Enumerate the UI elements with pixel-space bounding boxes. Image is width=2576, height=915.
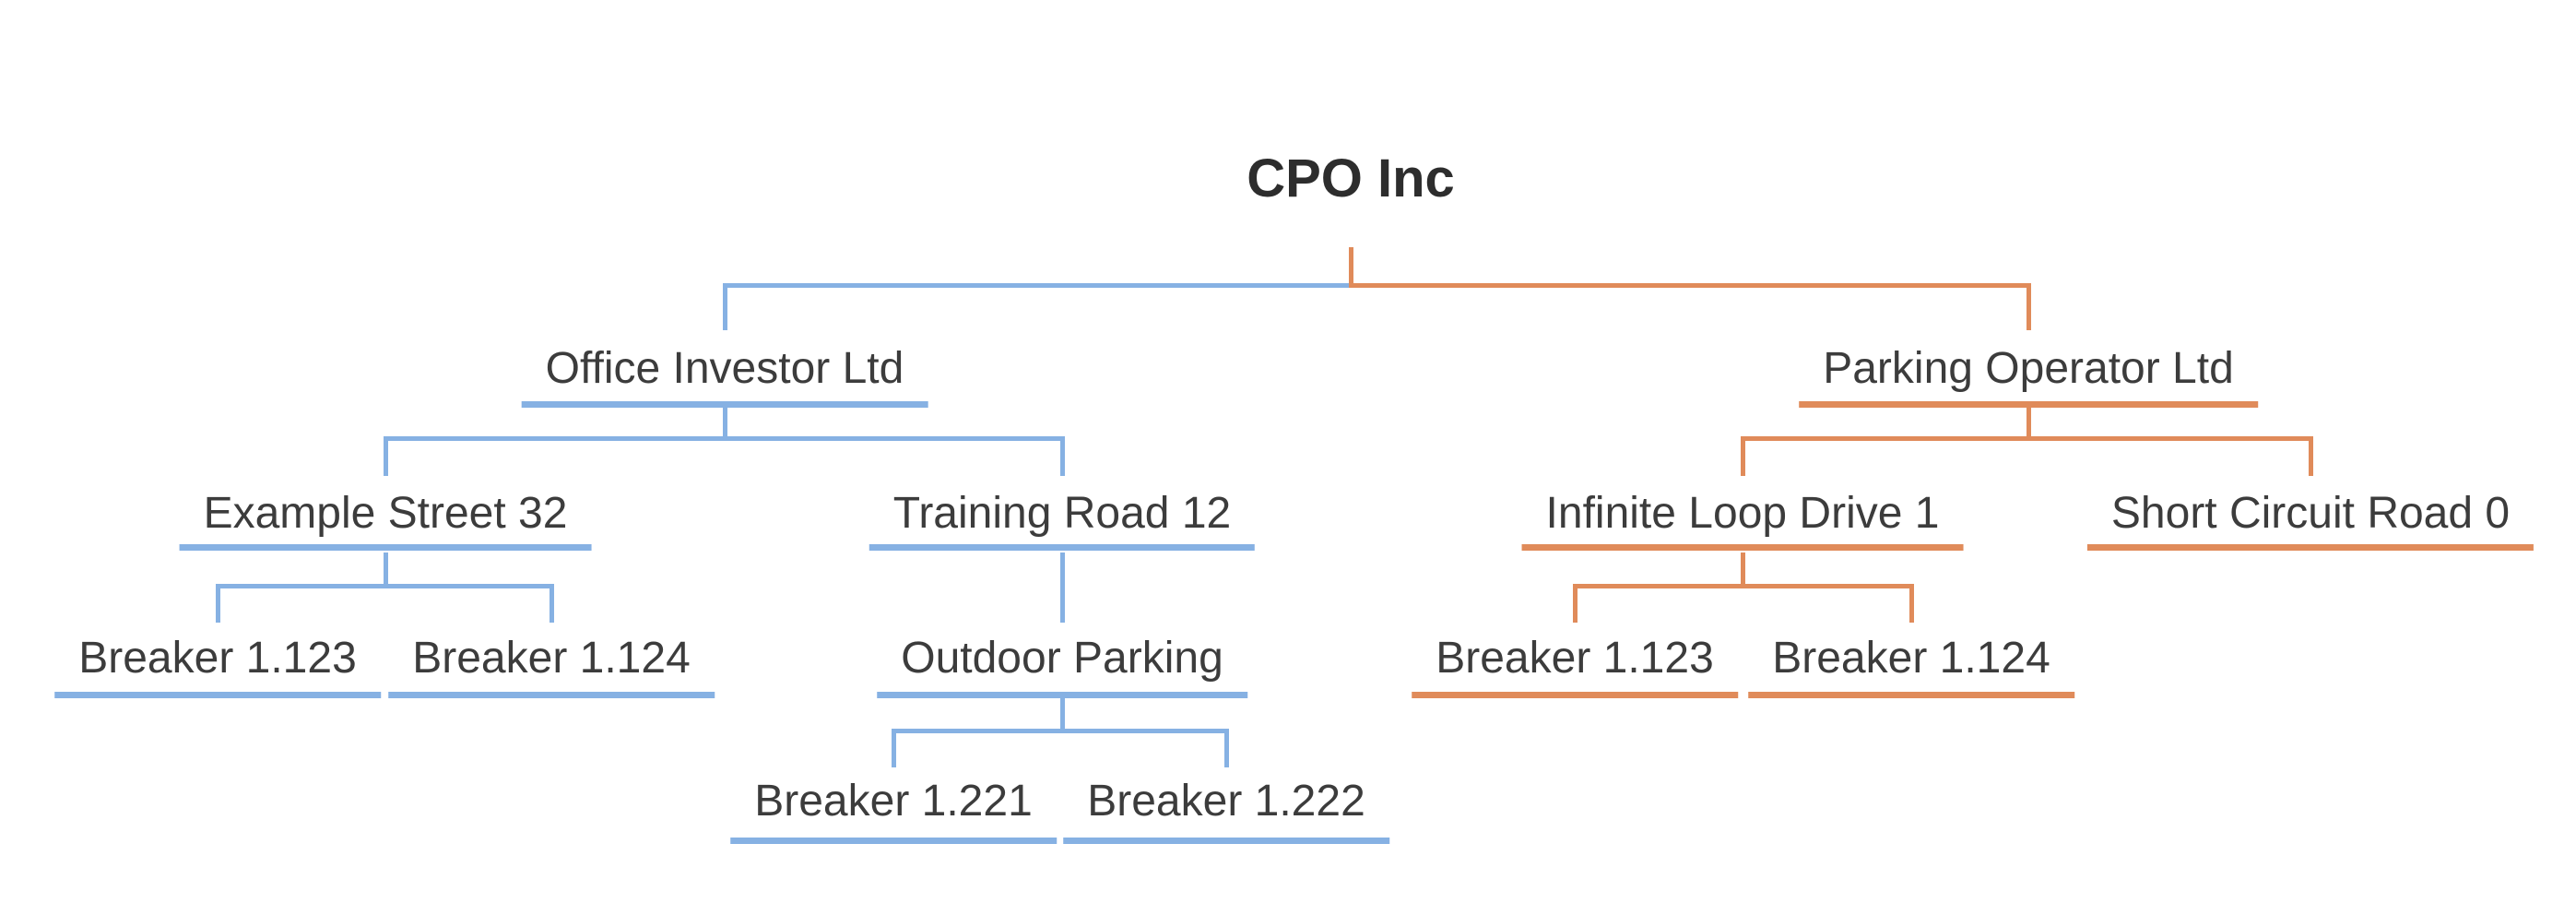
node-breaker-1-123[interactable]: Breaker 1.123 xyxy=(54,636,381,698)
connector-horizontal-line xyxy=(1059,729,1229,733)
connector-horizontal-line xyxy=(1740,584,1914,588)
connector-drop-line xyxy=(2026,283,2031,330)
connector-horizontal-line xyxy=(215,584,388,588)
connector-horizontal-line xyxy=(2026,436,2313,441)
connector-horizontal-line xyxy=(722,283,1353,288)
connector-drop-line xyxy=(549,584,554,623)
connector-drop-line xyxy=(1740,436,1745,476)
node-short-circuit-road-0[interactable]: Short Circuit Road 0 xyxy=(2086,492,2535,551)
node-breaker-1-124[interactable]: Breaker 1.124 xyxy=(388,636,715,698)
node-example-street-32[interactable]: Example Street 32 xyxy=(179,492,592,551)
connector-stem-line xyxy=(383,553,388,588)
connector-horizontal-line xyxy=(891,729,1065,733)
node-infinite-loop-drive-1[interactable]: Infinite Loop Drive 1 xyxy=(1521,492,1964,551)
connector-stem-line xyxy=(1740,553,1745,588)
connector-horizontal-line xyxy=(383,584,554,588)
connector-stem-line xyxy=(1059,697,1065,733)
connector-drop-line xyxy=(1908,584,1914,623)
connector-horizontal-line xyxy=(1348,283,2031,288)
node-parking-operator-ltd[interactable]: Parking Operator Ltd xyxy=(1799,347,2258,408)
connector-drop-line xyxy=(2308,436,2313,476)
node-outdoor-parking[interactable]: Outdoor Parking xyxy=(877,636,1247,698)
connector-drop-line xyxy=(891,729,896,767)
node-office-investor-ltd[interactable]: Office Investor Ltd xyxy=(521,347,928,408)
node-breaker-1-221[interactable]: Breaker 1.221 xyxy=(730,779,1057,844)
connector-drop-line xyxy=(1572,584,1578,623)
connector-drop-line xyxy=(215,584,220,623)
connector-drop-line xyxy=(1223,729,1229,767)
connector-horizontal-line xyxy=(722,436,1065,441)
node-breaker-1-123[interactable]: Breaker 1.123 xyxy=(1412,636,1738,698)
connector-horizontal-line xyxy=(1740,436,2031,441)
connector-straight-line xyxy=(1059,553,1065,623)
connector-horizontal-line xyxy=(383,436,727,441)
node-breaker-1-222[interactable]: Breaker 1.222 xyxy=(1063,779,1389,844)
connector-drop-line xyxy=(383,436,388,476)
connector-drop-line xyxy=(1059,436,1065,476)
connector-stem-line xyxy=(722,408,727,441)
node-breaker-1-124[interactable]: Breaker 1.124 xyxy=(1748,636,2074,698)
connector-drop-line xyxy=(722,283,727,330)
node-training-road-12[interactable]: Training Road 12 xyxy=(869,492,1256,551)
connector-stem-line xyxy=(1348,247,1353,288)
root-node-cpo-inc[interactable]: CPO Inc xyxy=(1247,149,1455,208)
connector-horizontal-line xyxy=(1572,584,1745,588)
connector-stem-line xyxy=(2026,408,2031,441)
